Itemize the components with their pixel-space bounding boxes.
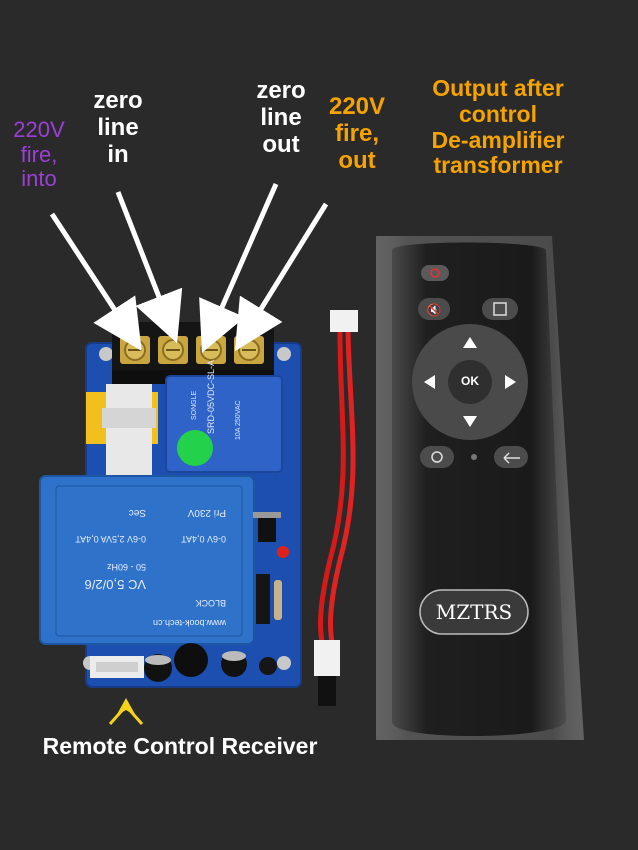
menu-icon <box>493 302 507 316</box>
transformer-text: VC 5,0/2/6 <box>85 577 146 592</box>
arrow-zero-in <box>115 191 183 344</box>
back-button[interactable] <box>494 446 528 468</box>
arrow-fire-into <box>49 212 142 351</box>
label-zero-line-out: zero line out <box>256 77 306 158</box>
left-arrow-icon[interactable] <box>424 375 435 389</box>
green-sticker <box>177 430 213 466</box>
up-arrow-icon[interactable] <box>463 337 477 348</box>
label-220v-fire-out: 220V fire, out <box>328 93 386 174</box>
dpad[interactable] <box>412 324 528 440</box>
label-220v-fire-into: 220V fire, into <box>13 117 65 192</box>
power-button[interactable] <box>421 265 449 281</box>
back-icon <box>503 452 520 464</box>
ok-button[interactable] <box>448 360 492 404</box>
fuse-holder <box>86 384 158 476</box>
arrow-zero-out <box>199 182 279 353</box>
relay-text: SRD-05VDC-SL-A <box>206 360 216 434</box>
settings-button[interactable] <box>420 446 454 468</box>
relay: SRD-05VDC-SL-A 10A 250VAC SONGLE <box>165 360 283 473</box>
mute-icon: 🔇 <box>427 303 442 317</box>
menu-button[interactable] <box>482 298 518 320</box>
transformer-text: BLOCK <box>195 598 226 608</box>
remote-logo <box>419 589 529 635</box>
transformer: www.book-tech.cn BLOCK VC 5,0/2/6 50 - 6… <box>39 475 255 645</box>
relay-text: SONGLE <box>191 390 198 420</box>
right-arrow-icon[interactable] <box>505 375 516 389</box>
down-arrow-icon[interactable] <box>463 416 477 427</box>
terminal-block <box>112 322 274 384</box>
label-zero-line-in: zero line in <box>93 87 143 168</box>
relay-text: 10A 250VAC <box>235 400 242 440</box>
pcb-components <box>90 512 289 682</box>
power-led <box>277 546 289 558</box>
label-output-after-control: Output after control De-amplifier transf… <box>431 75 565 179</box>
transformer-text: 50 - 60Hz <box>106 562 146 572</box>
settings-icon <box>431 451 443 463</box>
annotation-arrows <box>49 182 329 725</box>
transformer-text: 0-6V 2,5VA 0,4AT <box>75 534 146 544</box>
connector-cable <box>314 310 358 706</box>
transformer-text: Sec <box>129 507 146 518</box>
ok-label: OK <box>461 374 479 388</box>
transformer-text: 0-6V 0,4AT <box>181 534 226 544</box>
arrow-fire-out <box>234 202 329 352</box>
transformer-text: Pri 230V <box>187 507 226 518</box>
transformer-text: www.book-tech.cn <box>153 618 227 628</box>
mute-button[interactable]: 🔇 <box>418 298 450 320</box>
remote-brand-text: MZTRS <box>435 600 513 624</box>
remote-control: 🔇 <box>392 242 566 737</box>
label-remote-control-receiver: Remote Control Receiver <box>42 733 318 759</box>
power-icon <box>430 268 440 278</box>
